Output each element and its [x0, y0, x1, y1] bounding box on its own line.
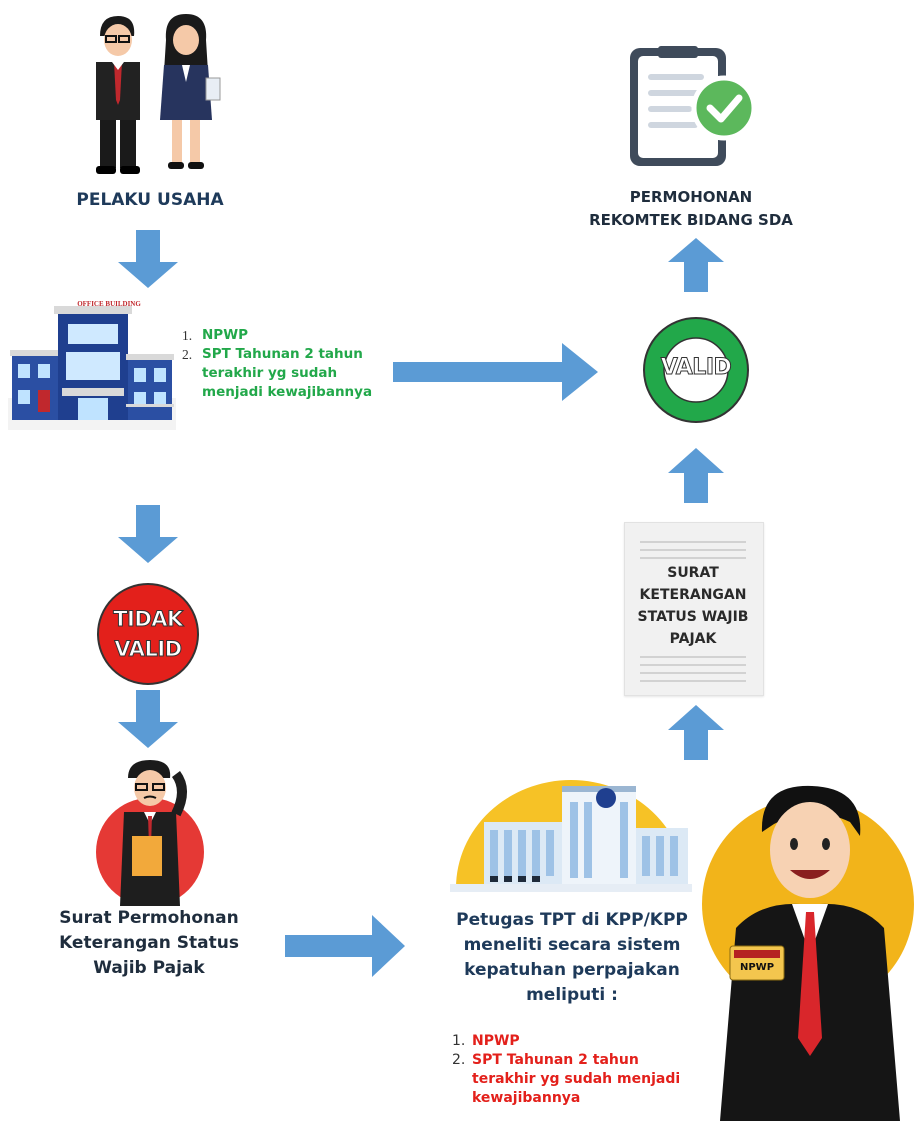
petugas-description: Petugas TPT di KPP/KPP meneliti secara s… [432, 908, 712, 1008]
doc-line: PAJAK [669, 631, 717, 647]
doc-line: STATUS WAJIB [637, 609, 749, 625]
requirement-item: 2.SPT Tahunan 2 tahun terakhir yg sudah … [182, 346, 373, 400]
label-line: kepatuhan perpajakan [464, 960, 680, 980]
petugas-requirements-list: 1.NPWP 2.SPT Tahunan 2 tahun terakhir yg… [452, 1032, 692, 1108]
building-sign: OFFICE BUILDING [77, 300, 141, 308]
label-line: Surat Permohonan [59, 908, 239, 928]
valid-badge-text: VALID [660, 355, 732, 380]
tidak-valid-text: TIDAK VALID [92, 604, 204, 664]
label-line: Keterangan Status [59, 933, 239, 953]
checkmark-icon [691, 75, 757, 141]
arrow-down-1 [118, 230, 178, 288]
businessman-icon [96, 16, 140, 174]
businesswoman-icon [160, 14, 221, 169]
business-people-illustration [96, 14, 221, 174]
label-line: meliputi : [526, 985, 618, 1005]
permohonan-label: PERMOHONAN REKOMTEK BIDANG SDA [556, 186, 826, 232]
arrow-right-2 [285, 915, 405, 977]
requirement-item: 1.NPWP [452, 1033, 520, 1049]
tax-office-building-icon [450, 780, 692, 892]
surat-keterangan-text: SURAT KETERANGAN STATUS WAJIB PAJAK [624, 562, 762, 650]
emblem-icon [596, 788, 616, 808]
surat-keterangan-document [624, 522, 764, 696]
permohonan-label-line1: PERMOHONAN [629, 188, 753, 206]
arrow-right-1 [393, 343, 598, 401]
arrow-up-3 [668, 705, 724, 760]
tidak-valid-line2: VALID [114, 637, 183, 662]
approved-document-icon [630, 46, 757, 166]
arrow-down-2 [118, 505, 178, 563]
permohonan-label-line2: REKOMTEK BIDANG SDA [589, 211, 793, 229]
surat-permohonan-label: Surat Permohonan Keterangan Status Wajib… [24, 906, 274, 981]
building-requirements-list: 1.NPWP 2.SPT Tahunan 2 tahun terakhir yg… [182, 326, 382, 402]
npwp-card-text: NPWP [739, 962, 775, 973]
doc-line: KETERANGAN [639, 587, 747, 603]
smiling-man-npwp-illustration [702, 785, 914, 1121]
pelaku-usaha-label: PELAKU USAHA [76, 190, 224, 210]
arrow-down-3 [118, 690, 178, 748]
arrow-up-1 [668, 238, 724, 292]
tidak-valid-badge [97, 583, 199, 685]
doc-line: SURAT [667, 565, 719, 581]
worried-man-illustration [96, 760, 204, 906]
requirement-item: 2.SPT Tahunan 2 tahun terakhir yg sudah … [452, 1052, 681, 1106]
requirement-item: 1.NPWP [182, 327, 248, 343]
document-lines [640, 541, 746, 682]
label-line: Wajib Pajak [93, 958, 205, 978]
tidak-valid-line1: TIDAK [113, 607, 184, 632]
valid-badge-ring [643, 317, 749, 423]
label-line: meneliti secara sistem [463, 935, 681, 955]
label-line: Petugas TPT di KPP/KPP [456, 910, 688, 930]
arrow-up-2 [668, 448, 724, 503]
office-building-icon [8, 306, 176, 430]
